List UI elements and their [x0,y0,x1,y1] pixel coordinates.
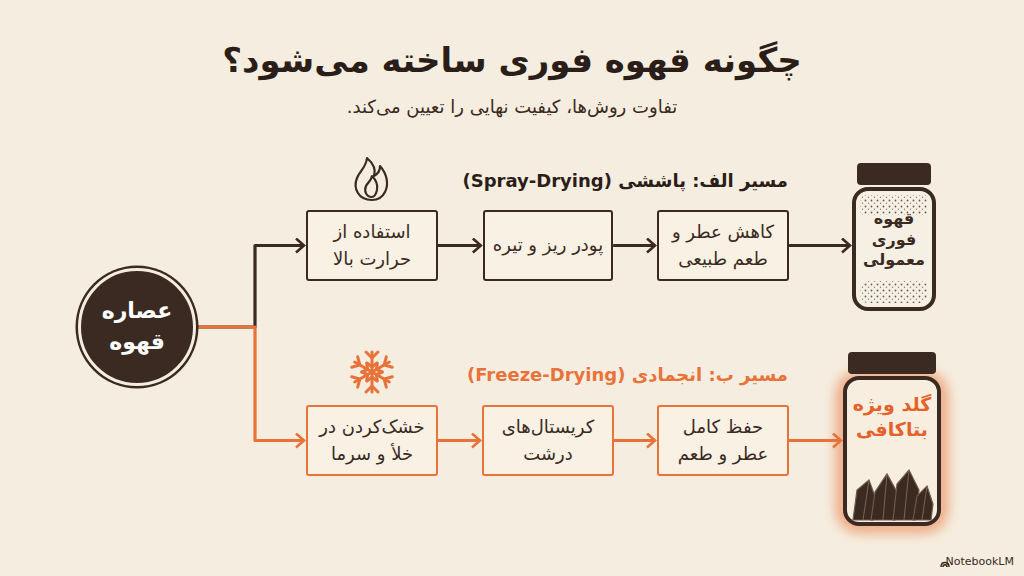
process-box: خشک‌کردن در خلأ و سرما [306,405,438,476]
node-text: خشک‌کردن در خلأ و سرما [316,414,428,466]
flame-icon [356,158,387,200]
title: چگونه قهوه فوری ساخته می‌شود؟ [0,40,1024,80]
node-text: گلد ویژه بتاکافی [852,392,932,441]
flow-arrow [614,439,655,442]
process-box: کریستال‌های درشت [482,405,614,476]
source-circle: عصاره قهوه [78,268,196,386]
node-text: حفظ کامل عطر و طعم [667,414,779,466]
node-text: کریستال‌های درشت [492,414,604,466]
flow-arrow [613,244,655,247]
flow-arrow [438,439,480,442]
node-text: قهوه فوری معمولی [862,209,926,271]
product-jar: گلد ویژه بتاکافی [843,352,941,526]
path-label: مسیر الف: پاششی (Spray-Drying) [462,170,788,191]
flow-arrow [438,244,481,247]
flow-arrow [196,327,304,441]
node-text: پودر ریز و تیره [493,232,603,258]
product-jar: قهوه فوری معمولی [852,163,936,311]
node-text: عصاره قهوه [97,296,177,358]
process-box: پودر ریز و تیره [483,210,613,281]
process-box: استفاده از حرارت بالا [306,210,438,281]
flow-arrow [789,244,850,247]
path-label: مسیر ب: انجمادی (Freeze-Drying) [467,364,788,385]
process-box: کاهش عطر و طعم طبیعی [657,210,789,281]
process-box: حفظ کامل عطر و طعم [657,405,789,476]
node-text: استفاده از حرارت بالا [316,219,428,271]
node-text: کاهش عطر و طعم طبیعی [667,219,779,271]
flow-arrow [196,246,304,328]
watermark: NotebookLM [946,555,1014,568]
snowflake-icon [352,352,393,392]
flow-arrow [789,439,841,442]
subtitle: تفاوت روش‌ها، کیفیت نهایی را تعیین می‌کن… [0,96,1024,117]
